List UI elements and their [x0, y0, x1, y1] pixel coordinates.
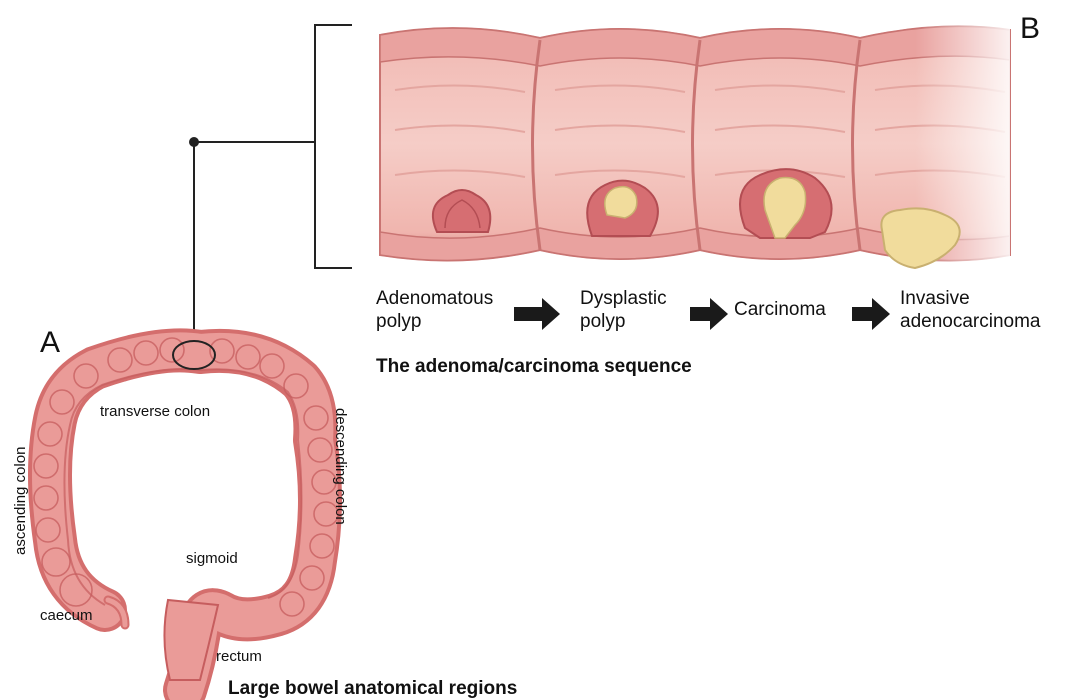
stage-3-label: Carcinoma	[734, 299, 826, 320]
large-bowel-illustration	[34, 338, 338, 690]
stage-1-label-line1: Adenomatous	[376, 288, 493, 309]
progression-arrows	[514, 298, 890, 330]
dysplastic-polyp-shape	[587, 181, 658, 236]
label-ascending-colon: ascending colon	[12, 447, 29, 555]
label-transverse-colon: transverse colon	[100, 403, 210, 420]
carcinoma-shape	[740, 169, 832, 238]
zoom-bracket	[190, 25, 352, 345]
sequence-caption: The adenoma/carcinoma sequence	[376, 356, 692, 377]
bowel-caption: Large bowel anatomical regions	[228, 678, 517, 699]
label-sigmoid: sigmoid	[186, 550, 238, 567]
label-rectum: rectum	[216, 648, 262, 665]
stage-2-label-line2: polyp	[580, 311, 625, 332]
arrow-icon-1	[514, 298, 560, 330]
stage-2-label-line1: Dysplastic	[580, 288, 667, 309]
panel-letter-b: B	[1020, 12, 1040, 45]
stage-4-label-line2: adenocarcinoma	[900, 311, 1041, 332]
colon-segment-illustration	[380, 15, 1010, 275]
arrow-icon-2	[690, 298, 728, 330]
stage-1-label-line2: polyp	[376, 311, 421, 332]
label-descending-colon: descending colon	[332, 408, 349, 525]
panel-letter-a: A	[40, 326, 60, 359]
arrow-icon-3	[852, 298, 890, 330]
label-caecum: caecum	[40, 607, 93, 624]
stage-4-label-line1: Invasive	[900, 288, 970, 309]
